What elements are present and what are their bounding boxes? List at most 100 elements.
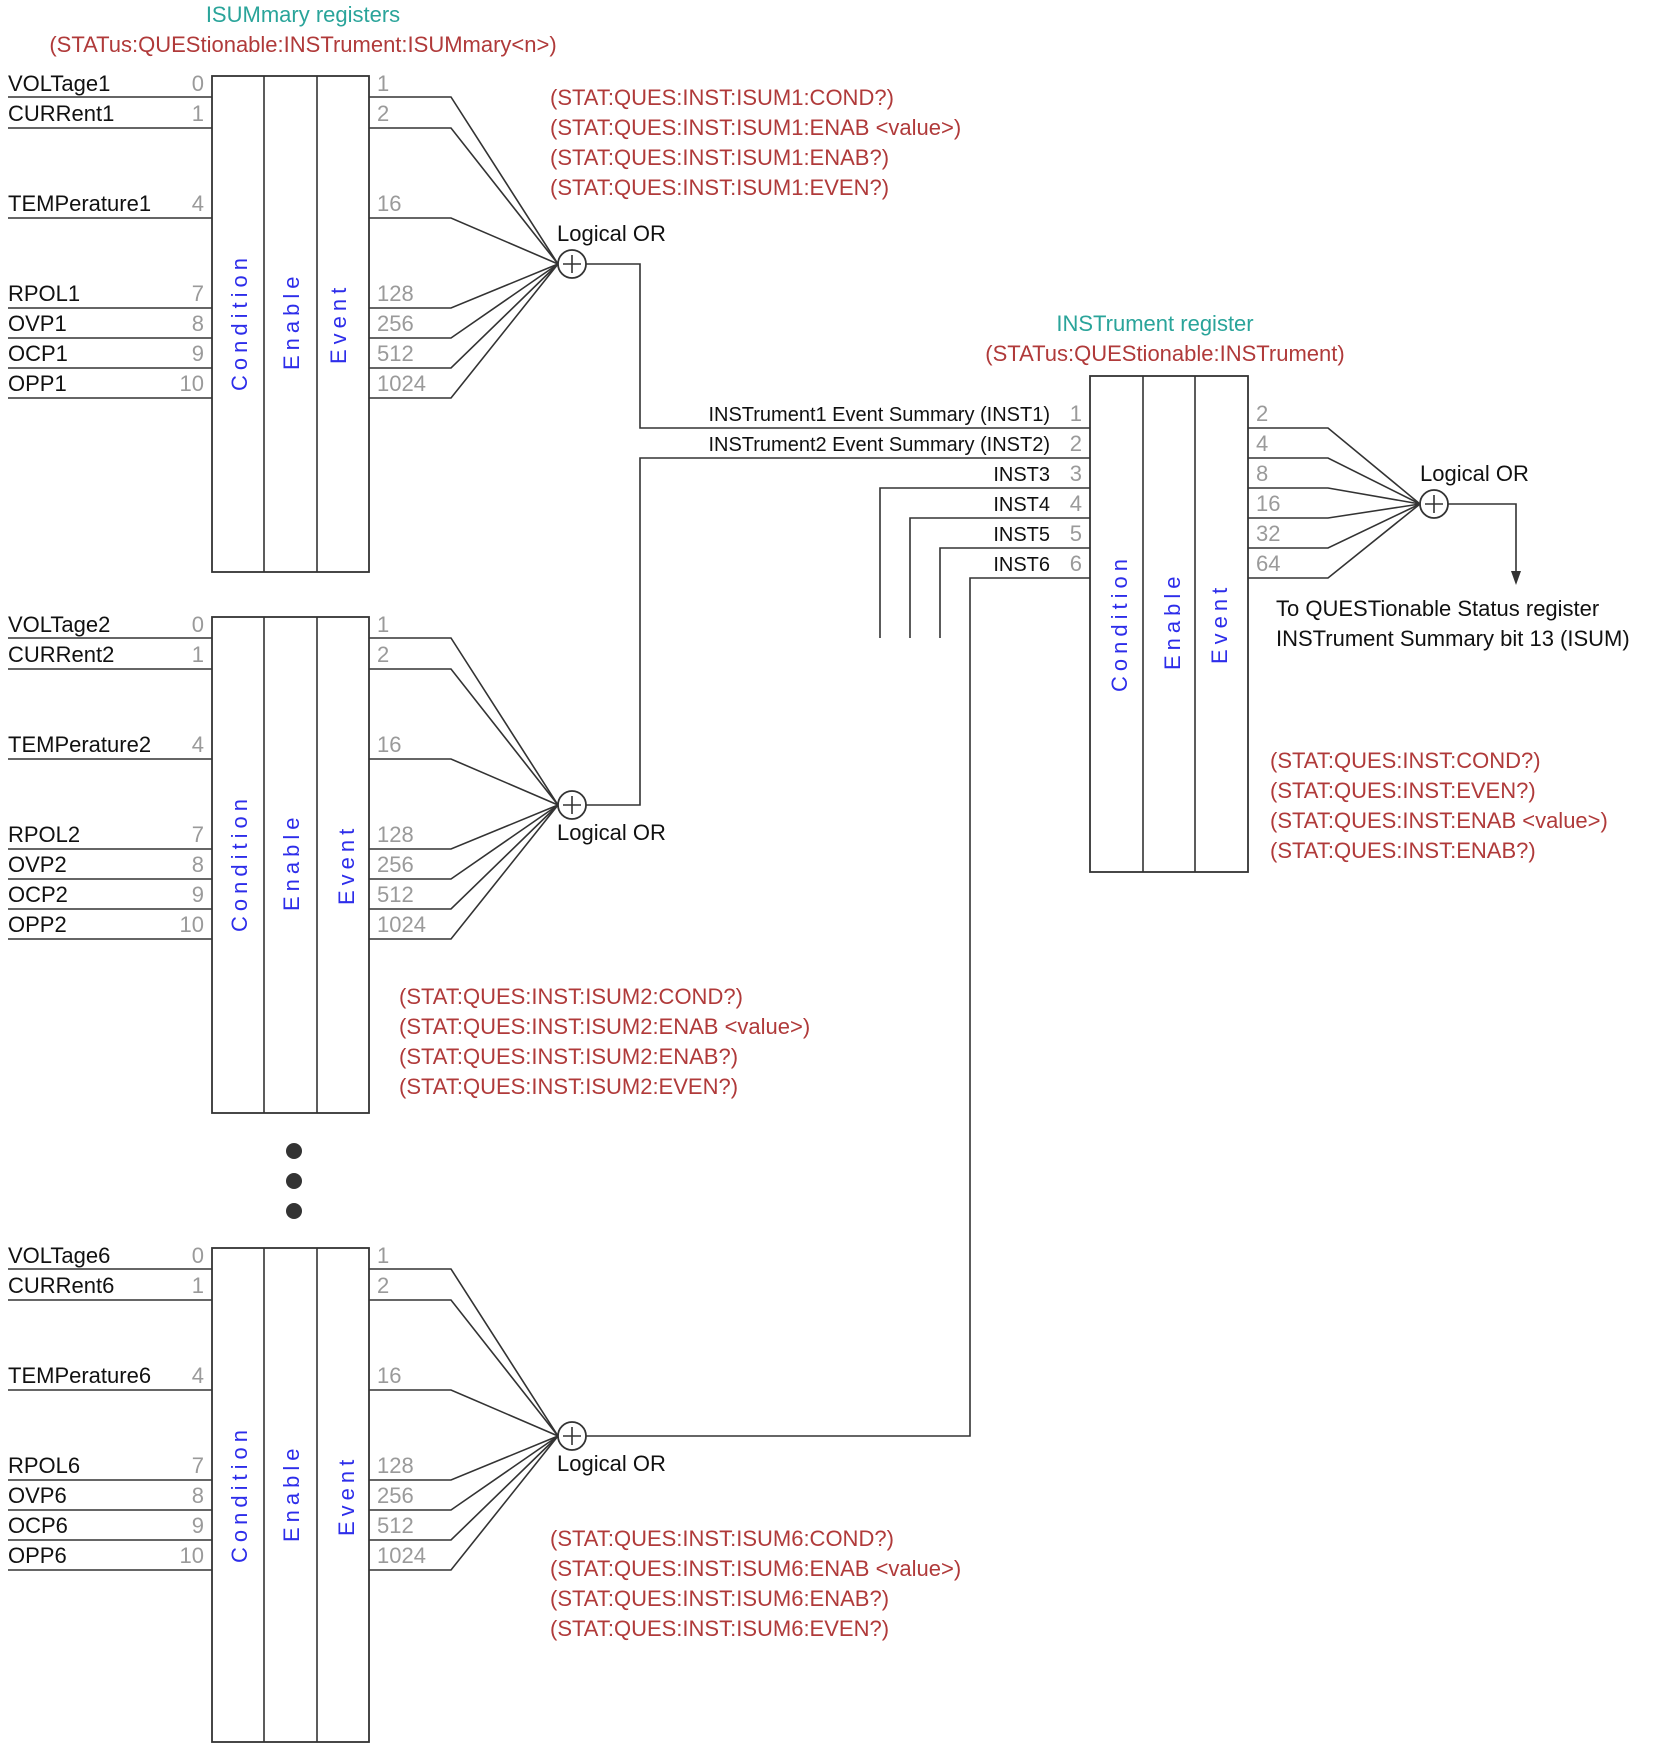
instrument-bit-number: 1 — [1070, 401, 1082, 426]
isum2-register-box — [211, 616, 370, 1114]
isum2-bit-number: 4 — [192, 732, 204, 757]
isum6-input-label: OPP6 — [8, 1543, 67, 1568]
isum2-output-value: 2 — [377, 642, 389, 667]
isum6-output-value: 1024 — [377, 1543, 426, 1568]
isum1-command: (STAT:QUES:INST:ISUM1:ENAB <value>) — [550, 115, 961, 140]
isum2-output-value: 1024 — [377, 912, 426, 937]
isum1-output-value: 1 — [377, 71, 389, 96]
isum1-command: (STAT:QUES:INST:ISUM1:ENAB?) — [550, 145, 889, 170]
summary-connections — [586, 263, 1090, 1437]
isum6-input-label: OCP6 — [8, 1513, 68, 1538]
isum6-enable-label: Enable — [279, 1443, 304, 1542]
isum6-condition-label: Condition — [227, 1425, 252, 1563]
isum1-event-label: Event — [326, 283, 351, 364]
isum2-output-value: 256 — [377, 852, 414, 877]
isum2-register: Condition Enable Event VOLTage2 CURRent2… — [8, 612, 810, 1114]
instrument-bit-number: 4 — [1070, 491, 1082, 516]
isum6-register: Condition Enable Event VOLTage6 CURRent6… — [8, 1243, 961, 1743]
instrument-output-value: 8 — [1256, 461, 1268, 486]
isum6-input-label: OVP6 — [8, 1483, 67, 1508]
isum1-command: (STAT:QUES:INST:ISUM1:COND?) — [550, 85, 894, 110]
isum6-command: (STAT:QUES:INST:ISUM6:ENAB?) — [550, 1586, 889, 1611]
instrument-bit-number: 5 — [1070, 521, 1082, 546]
isum2-logical-or-symbol — [557, 790, 587, 820]
instrument-input-label: INST6 — [993, 554, 1050, 576]
isum1-register-box — [211, 75, 370, 573]
instrument-input-label: INSTrument1 Event Summary (INST1) — [708, 404, 1050, 426]
isum1-input-label: OCP1 — [8, 341, 68, 366]
isum2-output-value: 16 — [377, 732, 401, 757]
isum6-bit-number: 7 — [192, 1453, 204, 1478]
instrument-input-label: INST3 — [993, 464, 1050, 486]
isum2-input-label: OVP2 — [8, 852, 67, 877]
instrument-scpi: (STATus:QUEStionable:INSTrument) — [985, 341, 1344, 366]
instrument-event-label: Event — [1207, 583, 1232, 664]
isum6-input-label: CURRent6 — [8, 1273, 114, 1298]
isum2-input-label: RPOL2 — [8, 822, 80, 847]
isum6-input-label: TEMPerature6 — [8, 1363, 151, 1388]
isum6-event-label: Event — [334, 1455, 359, 1536]
instrument-bit-number: 6 — [1070, 551, 1082, 576]
instrument-enable-label: Enable — [1160, 571, 1185, 670]
isum1-output-value: 16 — [377, 191, 401, 216]
isum1-logical-or-label: Logical OR — [557, 221, 666, 246]
isum2-bit-number: 7 — [192, 822, 204, 847]
isum2-command: (STAT:QUES:INST:ISUM2:COND?) — [399, 984, 743, 1009]
isummary-title: ISUMmary registers — [206, 2, 400, 27]
isum6-output-value: 1 — [377, 1243, 389, 1268]
isum6-output-value: 128 — [377, 1453, 414, 1478]
isum2-input-label: OCP2 — [8, 882, 68, 907]
isum1-input-label: OPP1 — [8, 371, 67, 396]
isum6-command: (STAT:QUES:INST:ISUM6:COND?) — [550, 1526, 894, 1551]
isum6-command: (STAT:QUES:INST:ISUM6:ENAB <value>) — [550, 1556, 961, 1581]
isum2-command: (STAT:QUES:INST:ISUM2:EVEN?) — [399, 1074, 738, 1099]
isum2-condition-label: Condition — [227, 794, 252, 932]
instrument-condition-label: Condition — [1107, 554, 1132, 692]
instrument-input-label: INST5 — [993, 524, 1050, 546]
isum1-input-label: CURRent1 — [8, 101, 114, 126]
isum6-output-value: 512 — [377, 1513, 414, 1538]
isum6-bit-number: 9 — [192, 1513, 204, 1538]
isum1-bit-number: 0 — [192, 71, 204, 96]
isum2-output-value: 512 — [377, 882, 414, 907]
isum1-input-label: VOLTage1 — [8, 71, 110, 96]
isum1-bit-number: 8 — [192, 311, 204, 336]
isum1-output-value: 512 — [377, 341, 414, 366]
isum1-input-label: TEMPerature1 — [8, 191, 151, 216]
isum1-register: Condition Enable Event VOLTage1 CURRent1… — [8, 71, 961, 573]
isum1-bit-number: 4 — [192, 191, 204, 216]
isum2-bit-number: 9 — [192, 882, 204, 907]
isum1-bit-number: 10 — [180, 371, 204, 396]
isum6-register-box — [211, 1247, 370, 1743]
isummary-scpi: (STATus:QUEStionable:INSTrument:ISUMmary… — [49, 32, 556, 57]
isum1-output-value: 1024 — [377, 371, 426, 396]
isum2-bit-number: 1 — [192, 642, 204, 667]
destination-text: INSTrument Summary bit 13 (ISUM) — [1276, 626, 1630, 651]
isum1-logical-or-symbol — [557, 249, 587, 279]
isum2-event-label: Event — [334, 824, 359, 905]
isum6-bit-number: 0 — [192, 1243, 204, 1268]
instrument-command: (STAT:QUES:INST:ENAB <value>) — [1270, 808, 1608, 833]
isum1-command: (STAT:QUES:INST:ISUM1:EVEN?) — [550, 175, 889, 200]
isum6-output-value: 256 — [377, 1483, 414, 1508]
isum2-bit-number: 0 — [192, 612, 204, 637]
isum2-bit-number: 10 — [180, 912, 204, 937]
isum1-input-label: OVP1 — [8, 311, 67, 336]
instrument-bit-number: 2 — [1070, 431, 1082, 456]
instrument-command: (STAT:QUES:INST:EVEN?) — [1270, 778, 1536, 803]
isum6-bit-number: 4 — [192, 1363, 204, 1388]
isum6-output-value: 16 — [377, 1363, 401, 1388]
isum2-output-value: 1 — [377, 612, 389, 637]
instrument-logical-or-label: Logical OR — [1420, 461, 1529, 486]
isum1-bit-number: 9 — [192, 341, 204, 366]
instrument-register-box — [1089, 375, 1249, 873]
instrument-output-value: 2 — [1256, 401, 1268, 426]
isum6-bit-number: 1 — [192, 1273, 204, 1298]
isum2-input-label: VOLTage2 — [8, 612, 110, 637]
instrument-register: INSTrument register (STATus:QUEStionable… — [708, 311, 1630, 873]
ellipsis-dots — [286, 1143, 302, 1219]
isum6-bit-number: 8 — [192, 1483, 204, 1508]
instrument-logical-or-symbol — [1419, 489, 1449, 519]
isum2-input-label: CURRent2 — [8, 642, 114, 667]
isum1-output-value: 2 — [377, 101, 389, 126]
